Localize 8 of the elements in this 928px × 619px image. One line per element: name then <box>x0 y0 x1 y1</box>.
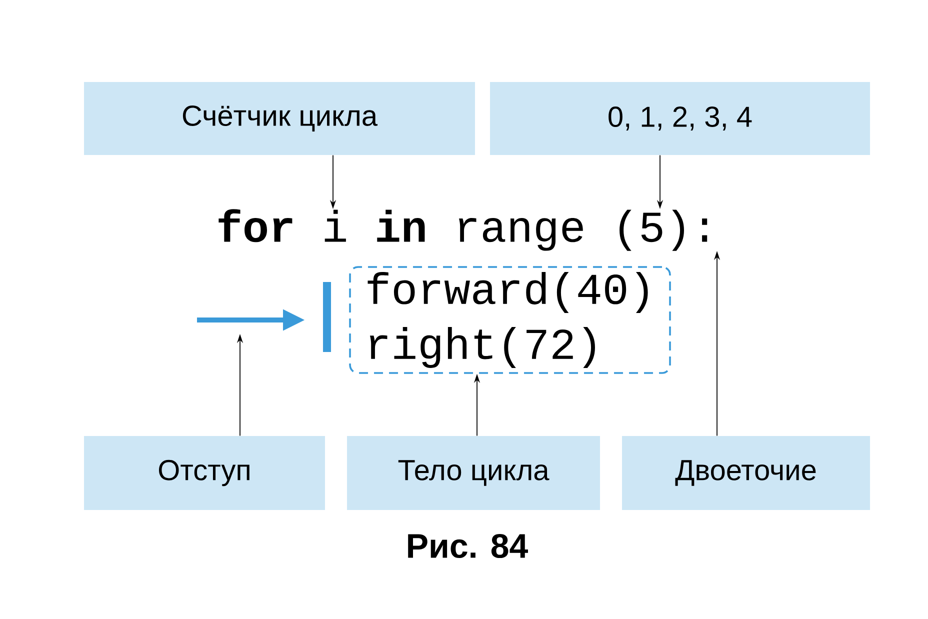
loop-body-box: forward(40) right(72) <box>349 266 671 374</box>
label-box: Тело цикла <box>347 436 600 510</box>
label-box: Отступ <box>84 436 325 510</box>
label-box: Счётчик цикла <box>84 82 475 155</box>
label-box: 0, 1, 2, 3, 4 <box>490 82 870 155</box>
code-line: for i in range (5): <box>218 209 708 251</box>
figure-caption: Рис. 84 <box>408 534 528 558</box>
label-box: Двоеточие <box>622 436 870 510</box>
